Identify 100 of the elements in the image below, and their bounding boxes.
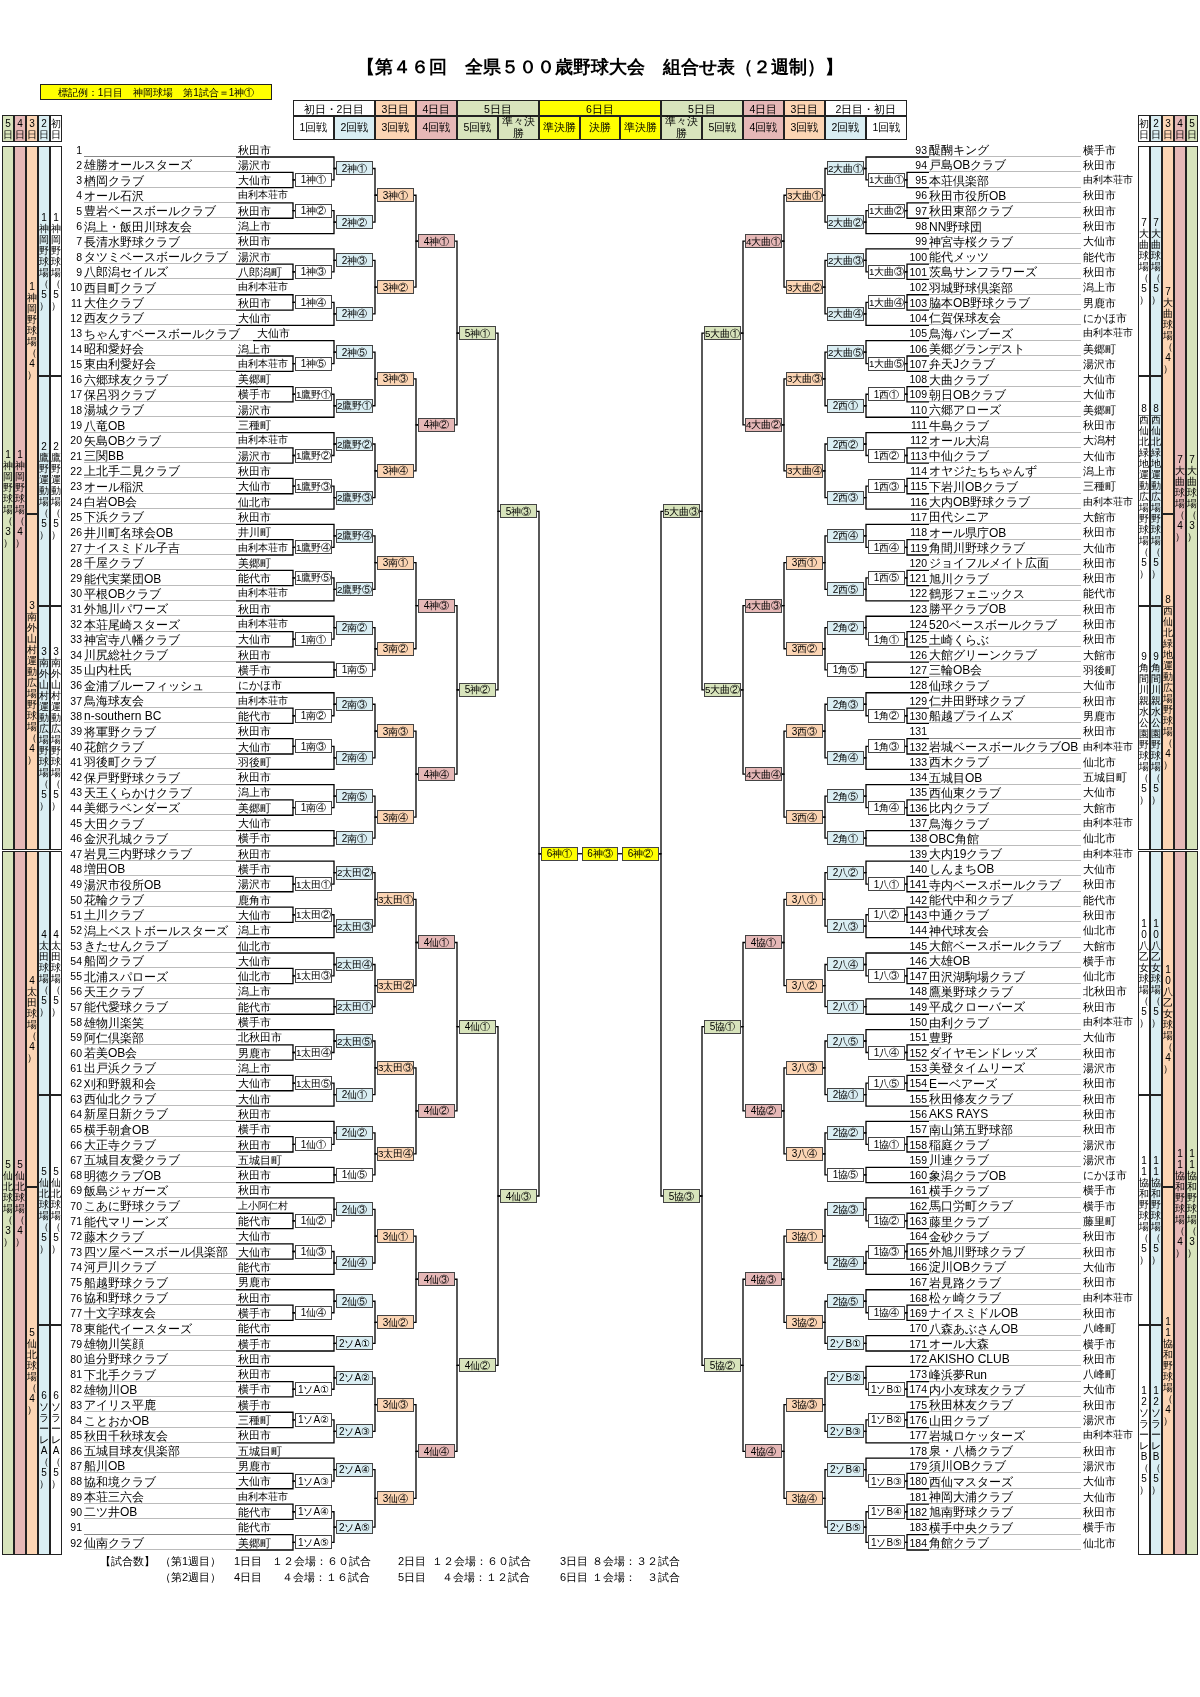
bracket-line bbox=[372, 1321, 378, 1344]
entry-number: 73 bbox=[69, 1246, 82, 1259]
entry-number: 95 bbox=[914, 175, 927, 188]
match-box: 2仙③ bbox=[336, 1202, 373, 1217]
footer-text: ４会場：１２試合 bbox=[442, 1569, 530, 1583]
venue-cell: 3南外山村運動広場野球場（5） bbox=[38, 605, 50, 851]
city-name: 仙北市 bbox=[238, 940, 272, 953]
entry-number: 134 bbox=[909, 772, 927, 785]
header-cell: 4回戦 bbox=[743, 116, 784, 140]
entry-number: 121 bbox=[909, 573, 927, 586]
entry-number: 36 bbox=[69, 680, 82, 693]
entry-number: 15 bbox=[69, 358, 82, 371]
bracket-line bbox=[372, 1208, 378, 1237]
entry-number: 64 bbox=[69, 1108, 82, 1121]
bracket-line bbox=[235, 925, 337, 939]
city-name: 秋田市 bbox=[1083, 420, 1117, 433]
match-box: 2神⑤ bbox=[336, 345, 373, 360]
bracket-line bbox=[863, 156, 930, 170]
bracket-line bbox=[822, 194, 828, 223]
bracket-line bbox=[235, 1511, 296, 1521]
match-box: 4大曲② bbox=[745, 417, 782, 432]
bracket-line bbox=[235, 156, 337, 170]
city-name: 秋田市 bbox=[238, 1185, 272, 1198]
team-name: 土崎くらぶ bbox=[929, 632, 1081, 647]
bracket-line bbox=[822, 1153, 828, 1176]
bracket-line bbox=[863, 405, 930, 418]
header-cell: 5日目 bbox=[457, 100, 539, 116]
match-box: 4大曲③ bbox=[745, 598, 782, 613]
team-name: 旭川クラブ bbox=[929, 571, 1081, 586]
bracket-line bbox=[235, 914, 296, 924]
team-name: 湯城クラブ bbox=[84, 403, 236, 418]
city-name: 仙北市 bbox=[1083, 1537, 1117, 1550]
entry-number: 87 bbox=[69, 1460, 82, 1473]
bracket-line bbox=[904, 363, 930, 372]
bracket-line bbox=[235, 523, 337, 537]
bracket-line bbox=[331, 351, 337, 365]
entry-number: 101 bbox=[909, 266, 927, 279]
match-box: 2西① bbox=[827, 398, 864, 413]
match-box: 3太田③ bbox=[377, 1060, 414, 1075]
city-name: 男鹿市 bbox=[1083, 710, 1117, 723]
bracket-line bbox=[658, 510, 664, 855]
bracket-line bbox=[235, 1541, 296, 1551]
city-name: 秋田市 bbox=[238, 1369, 272, 1382]
team-name: 能代メッツ bbox=[929, 250, 1081, 265]
match-box: 2神① bbox=[336, 161, 373, 176]
entry-number: 102 bbox=[909, 282, 927, 295]
team-name: 河戸川クラブ bbox=[84, 1260, 236, 1275]
team-name: 神岡大浦クラブ bbox=[929, 1490, 1081, 1505]
team-name: 藤木クラブ bbox=[84, 1229, 236, 1244]
team-name: 金砂クラブ bbox=[929, 1229, 1081, 1244]
entry-number: 97 bbox=[914, 205, 927, 218]
city-name: 能代市 bbox=[1083, 251, 1117, 264]
entry-number: 57 bbox=[69, 1001, 82, 1014]
bracket-line bbox=[904, 715, 930, 725]
header-cell: 3日目 bbox=[784, 100, 825, 116]
bracket-line bbox=[781, 1067, 787, 1112]
match-box: 1仙① bbox=[295, 1137, 332, 1152]
match-box: 2鷹野② bbox=[336, 437, 373, 451]
match-box: 1ソA① bbox=[295, 1382, 332, 1397]
bracket-line bbox=[904, 1480, 930, 1490]
entry-number: 51 bbox=[69, 909, 82, 922]
bracket-line bbox=[235, 860, 337, 874]
match-box: 2大曲⑤ bbox=[827, 345, 864, 360]
entry-number: 89 bbox=[69, 1491, 82, 1504]
city-name: 能代市 bbox=[238, 573, 272, 586]
match-box: 5神② bbox=[459, 682, 496, 697]
bracket-line bbox=[904, 883, 930, 893]
bracket-line bbox=[235, 1312, 296, 1322]
bracket-line bbox=[235, 1472, 296, 1482]
team-name: 脇本OB野球クラブ bbox=[929, 296, 1081, 311]
bracket-line bbox=[413, 562, 419, 607]
bracket-line bbox=[413, 1450, 419, 1499]
header-cell: 4日 bbox=[14, 115, 26, 142]
entry-number: 20 bbox=[69, 435, 82, 448]
bracket-line bbox=[235, 477, 296, 487]
city-name: 由利本荘市 bbox=[1083, 328, 1134, 341]
entry-number: 153 bbox=[909, 1062, 927, 1075]
bracket-line bbox=[740, 240, 746, 334]
city-name: 横手市 bbox=[238, 1017, 272, 1030]
city-name: 由利本荘市 bbox=[238, 190, 289, 203]
match-box: 1南④ bbox=[295, 800, 332, 815]
bracket-line bbox=[235, 1028, 337, 1042]
city-name: 大仙市 bbox=[238, 1246, 272, 1259]
city-name: 秋田市 bbox=[1083, 1231, 1117, 1244]
team-name: 若美OB会 bbox=[84, 1046, 236, 1061]
city-name: 仙北市 bbox=[1083, 925, 1117, 938]
team-name: 大雄OB bbox=[929, 954, 1081, 969]
bracket-line bbox=[235, 313, 337, 327]
bracket-line bbox=[822, 1377, 828, 1406]
team-name: 横手クラブ bbox=[929, 1183, 1081, 1198]
city-name: 大仙市 bbox=[238, 312, 272, 325]
city-name: 横手市 bbox=[238, 389, 272, 402]
entry-number: 29 bbox=[69, 573, 82, 586]
entry-number: 69 bbox=[69, 1185, 82, 1198]
bracket-line bbox=[863, 1208, 869, 1222]
bracket-line bbox=[235, 263, 296, 273]
venue-cell: 11協和野球場（5） bbox=[1138, 1095, 1150, 1326]
match-box: 4協① bbox=[745, 935, 782, 950]
city-name: 三種町 bbox=[238, 420, 272, 433]
entry-number: 135 bbox=[909, 787, 927, 800]
